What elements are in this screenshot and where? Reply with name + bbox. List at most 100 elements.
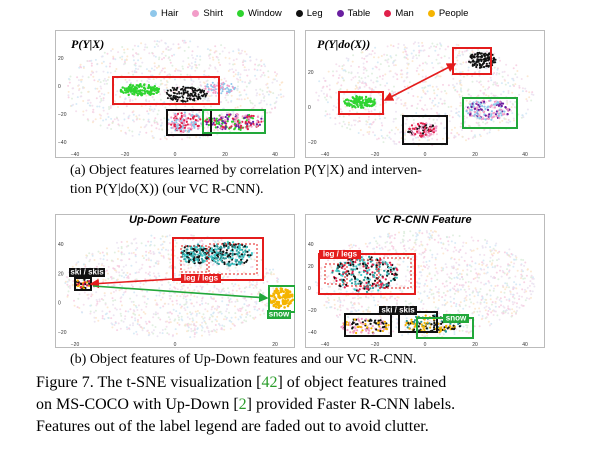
y-tick-label: −20 xyxy=(58,330,67,336)
figure-caption-line3: Features out of the label legend are fad… xyxy=(36,418,429,435)
point-cloud xyxy=(407,122,438,138)
y-tick-label: 20 xyxy=(58,271,64,277)
point-cloud xyxy=(180,243,210,265)
x-tick-label: 0 xyxy=(174,152,177,158)
legend-label: Leg xyxy=(306,7,323,19)
y-tick-label: −20 xyxy=(58,112,67,118)
y-tick-label: 20 xyxy=(58,56,64,62)
panel-a-right-title: P(Y|do(X)) xyxy=(317,37,371,51)
scatter-b-right: leg / legs ski / skis snow −40 −20 0 20 40 40 20 0… xyxy=(305,214,545,348)
legend-swatch xyxy=(427,9,435,17)
figure-caption-line1: Figure 7. The t-SNE visualization [42] o… xyxy=(36,372,606,394)
legend-swatch xyxy=(236,9,244,17)
legend: Hair Shirt Window Leg Table Man People xyxy=(150,4,468,22)
highlight-box xyxy=(378,257,412,289)
y-tick-label: 40 xyxy=(58,242,64,248)
x-tick-label: 0 xyxy=(174,342,177,348)
point-cloud xyxy=(204,81,236,95)
legend-label: Window xyxy=(247,7,282,19)
x-tick-label: 20 xyxy=(472,342,478,348)
y-tick-label: 20 xyxy=(308,264,314,270)
label-ski-skis: ski / skis xyxy=(379,306,417,315)
citation-link[interactable]: 42 xyxy=(261,374,278,391)
legend-item: Shirt xyxy=(192,8,223,19)
panel-a-left-title: P(Y|X) xyxy=(71,37,105,51)
y-tick-label: 40 xyxy=(308,242,314,248)
highlight-box xyxy=(344,313,392,337)
highlight-box xyxy=(202,109,266,134)
y-tick-label: 20 xyxy=(308,70,314,76)
svg-text:leg / legs: leg / legs xyxy=(184,274,219,283)
fig-caption-text: ] of object features trained xyxy=(277,374,447,391)
x-tick-label: 40 xyxy=(522,152,528,158)
caption-b: (b) Object features of Up-Down features … xyxy=(70,352,417,367)
point-cloud xyxy=(340,317,390,335)
legend-swatch xyxy=(295,9,303,17)
legend-label: Shirt xyxy=(203,7,223,19)
legend-item: Man xyxy=(384,8,414,19)
x-tick-label: 0 xyxy=(424,342,427,348)
x-tick-label: −20 xyxy=(371,152,380,158)
highlight-box xyxy=(402,115,448,145)
x-tick-label: 20 xyxy=(272,342,278,348)
point-cloud xyxy=(268,287,295,309)
fig-caption-text: Figure 7. The t-SNE visualization [ xyxy=(36,374,262,391)
y-tick-label: 0 xyxy=(58,301,61,307)
plot-frame xyxy=(55,30,295,158)
highlight-box xyxy=(112,76,220,105)
arrow xyxy=(89,277,191,289)
x-tick-label: 40 xyxy=(522,342,528,348)
fig-caption-text: ] provided Faster R-CNN labels. xyxy=(246,396,456,413)
caption-a-line1: (a) Object features learned by correlati… xyxy=(70,163,422,178)
point-cloud xyxy=(465,99,511,121)
point-cloud xyxy=(343,95,376,109)
highlight-box xyxy=(324,263,346,285)
svg-text:snow: snow xyxy=(269,310,290,319)
legend-swatch xyxy=(384,9,392,17)
scatter-b-left: leg / legs ski / skis snow −20 0 20 40 20 0 −20 xyxy=(55,214,295,348)
point-cloud xyxy=(74,278,91,290)
plot-frame xyxy=(55,214,295,348)
y-tick-label: 0 xyxy=(58,84,61,90)
label-snow: snow xyxy=(443,314,469,323)
x-tick-label: −20 xyxy=(371,342,380,348)
point-cloud xyxy=(207,241,253,267)
y-tick-label: −20 xyxy=(308,140,317,146)
highlight-box xyxy=(166,109,212,136)
legend-label: Table xyxy=(347,7,371,19)
legend-item: Hair xyxy=(150,8,178,19)
svg-text:ski / skis: ski / skis xyxy=(70,268,104,277)
legend-swatch xyxy=(150,9,157,17)
x-tick-label: −40 xyxy=(321,152,330,158)
highlight-box xyxy=(462,97,518,129)
legend-item: Window xyxy=(236,7,282,19)
legend-swatch xyxy=(192,9,200,17)
citation-link[interactable]: 2 xyxy=(238,396,247,413)
panel-b-left-title: Up-Down Feature xyxy=(129,214,221,226)
highlight-box xyxy=(318,253,416,295)
x-tick-label: −40 xyxy=(321,342,330,348)
legend-label: People xyxy=(438,7,469,19)
figure-caption-line2: on MS-COCO with Up-Down [2] provided Fas… xyxy=(36,394,606,416)
x-tick-label: −20 xyxy=(121,152,130,158)
x-tick-label: −20 xyxy=(71,342,80,348)
y-tick-label: 0 xyxy=(308,286,311,292)
highlight-box xyxy=(338,91,384,115)
fig-caption-text: on MS-COCO with Up-Down [ xyxy=(36,396,239,413)
plot-frame xyxy=(305,214,545,348)
highlight-box xyxy=(180,245,208,273)
y-tick-label: −40 xyxy=(58,140,67,146)
plot-frame xyxy=(305,30,545,158)
x-tick-label: 20 xyxy=(472,152,478,158)
label-leg-legs: leg / legs xyxy=(319,250,361,259)
point-cloud xyxy=(468,51,497,69)
point-cloud xyxy=(331,255,399,293)
legend-label: Hair xyxy=(161,7,179,19)
panel-b-left: Up-Down Feature leg / legs ski / skis snow… xyxy=(55,214,295,348)
label-leg-legs: leg / legs xyxy=(181,274,221,283)
point-cloud xyxy=(166,111,204,133)
